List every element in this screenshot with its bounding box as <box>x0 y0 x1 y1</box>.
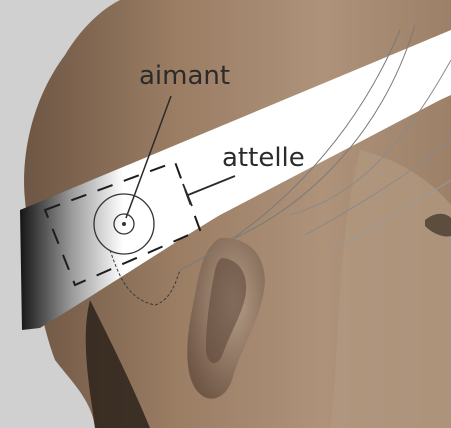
splint-label: attelle <box>222 143 305 173</box>
magnet-label: aimant <box>139 61 230 91</box>
magnet-center <box>122 222 126 226</box>
